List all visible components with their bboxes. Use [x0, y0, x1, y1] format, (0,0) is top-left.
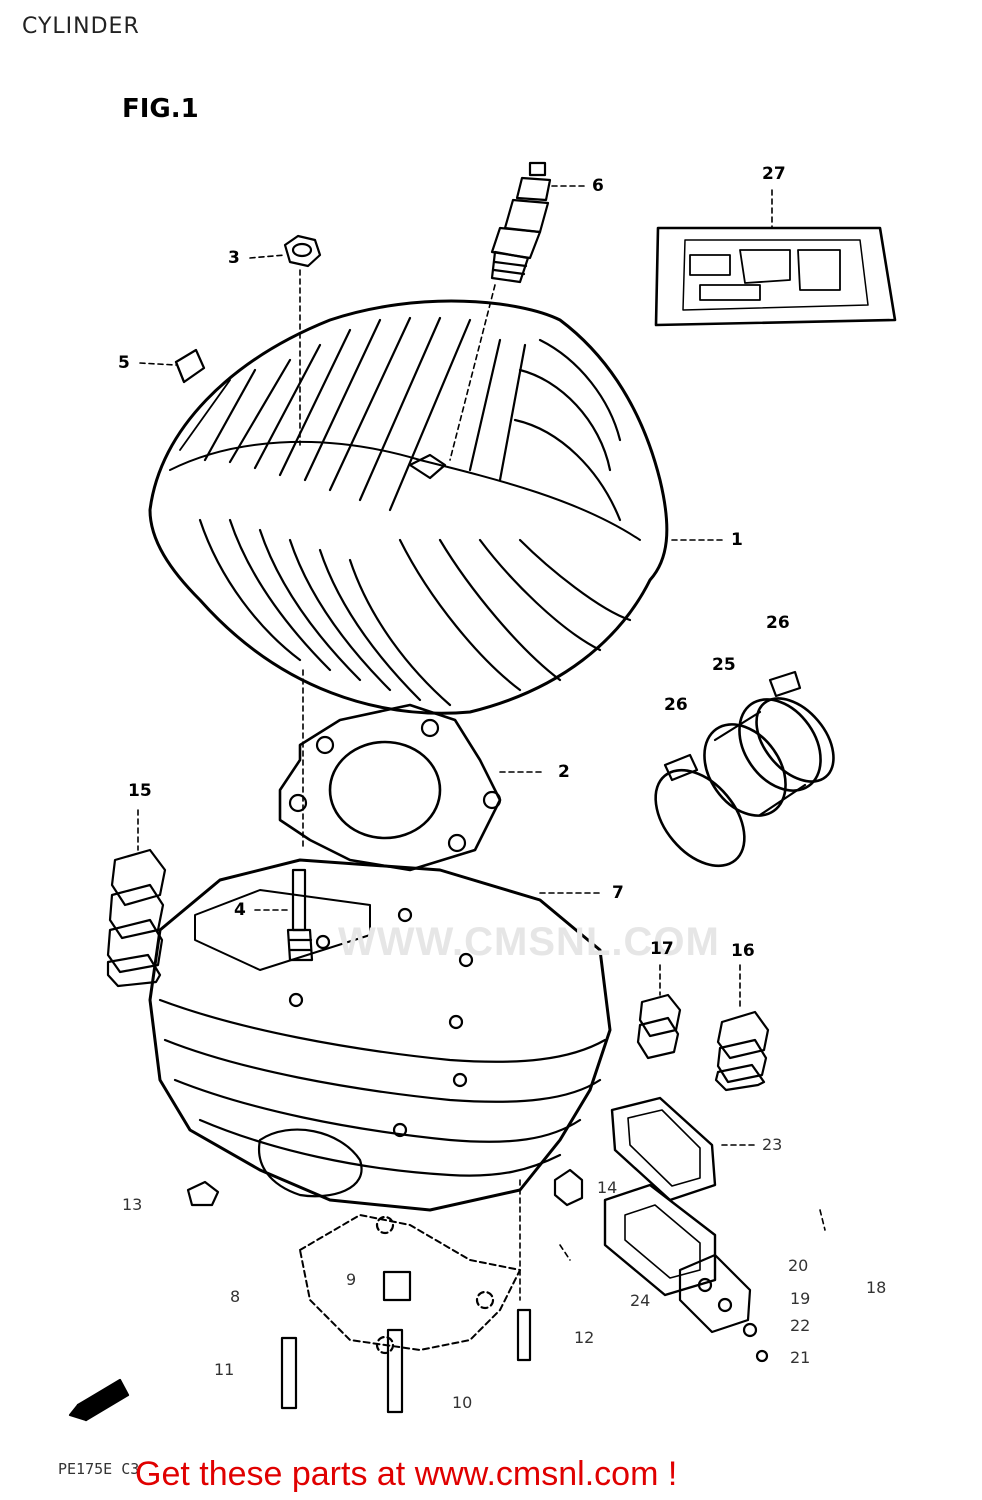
cylinder-head — [148, 299, 669, 715]
damper-stack-16 — [714, 1010, 770, 1092]
dowel-pin-11 — [280, 1336, 298, 1410]
damper-stack-17 — [636, 993, 682, 1060]
callout-1: 1 — [731, 530, 743, 550]
reed-valve-block — [603, 1183, 717, 1297]
spark-plug — [490, 161, 552, 284]
dowel-pin-12 — [516, 1308, 532, 1362]
callout-10: 10 — [452, 1393, 473, 1412]
callout-19: 19 — [790, 1289, 811, 1308]
callout-21: 21 — [790, 1348, 811, 1367]
callout-27: 27 — [762, 164, 786, 184]
stud-9 — [382, 1270, 412, 1302]
lower-gasket — [299, 1214, 521, 1355]
callout-26-top: 26 — [766, 613, 790, 633]
callout-26-bottom: 26 — [664, 695, 688, 715]
clip-13 — [186, 1180, 220, 1207]
bolt-10 — [386, 1328, 404, 1414]
front-direction-arrow — [68, 1378, 130, 1422]
callout-14: 14 — [597, 1178, 618, 1197]
callout-4: 4 — [234, 900, 246, 920]
head-gasket — [278, 703, 502, 872]
reed-valve-gasket — [610, 1096, 717, 1202]
page-title: CYLINDER — [22, 14, 140, 39]
intake-pipe — [703, 698, 822, 817]
callout-16: 16 — [731, 941, 755, 961]
callout-6: 6 — [592, 176, 604, 196]
page-code: PE175E C3 — [58, 1460, 140, 1478]
hose-clamp-small — [755, 670, 835, 783]
callout-12: 12 — [574, 1328, 595, 1347]
footer-link[interactable]: Get these parts at www.cmsnl.com ! — [135, 1455, 678, 1493]
callout-9: 9 — [346, 1270, 357, 1289]
callout-18: 18 — [866, 1278, 887, 1297]
callout-3: 3 — [228, 248, 240, 268]
callout-24: 24 — [630, 1291, 651, 1310]
cap — [174, 348, 206, 384]
stud-bolt — [286, 868, 314, 962]
cylinder — [148, 858, 612, 1212]
cylinder-head-nut — [283, 234, 322, 268]
reed-stopper — [678, 1253, 769, 1363]
watermark-text: WWW.CMSNL.COM — [338, 920, 720, 964]
nut-14 — [553, 1168, 584, 1207]
callout-11: 11 — [214, 1360, 235, 1379]
callout-7: 7 — [612, 883, 624, 903]
callout-8: 8 — [230, 1287, 241, 1306]
hose-clamp-large — [654, 753, 746, 868]
callout-25: 25 — [712, 655, 736, 675]
callout-17: 17 — [650, 939, 674, 959]
callout-13: 13 — [122, 1195, 143, 1214]
callout-15: 15 — [128, 781, 152, 801]
callout-22: 22 — [790, 1316, 811, 1335]
callout-2: 2 — [558, 762, 570, 782]
callout-5: 5 — [118, 353, 130, 373]
leader-lines — [137, 185, 826, 1301]
callout-20: 20 — [788, 1256, 809, 1275]
figure-label: FIG.1 — [122, 94, 199, 124]
damper-stack-15 — [106, 848, 167, 988]
decal — [654, 226, 897, 327]
callout-23: 23 — [762, 1135, 783, 1154]
